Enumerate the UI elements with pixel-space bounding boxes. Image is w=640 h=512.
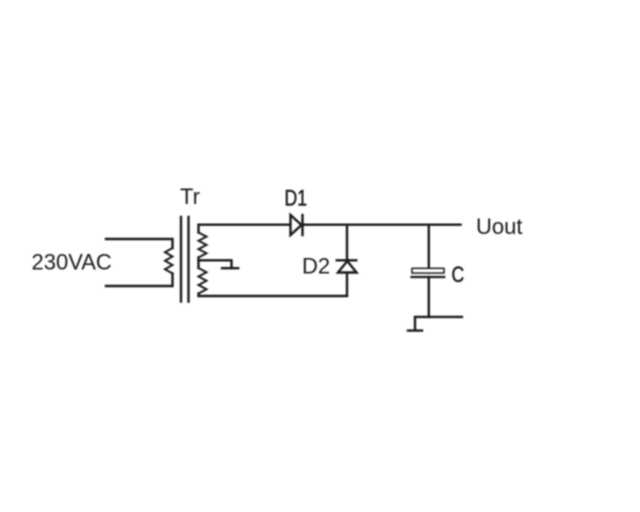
svg-text:C: C: [452, 263, 465, 287]
svg-text:D1: D1: [285, 187, 307, 211]
svg-text:230VAC: 230VAC: [32, 250, 112, 275]
svg-text:D2: D2: [302, 254, 330, 279]
svg-text:Uout: Uout: [476, 214, 522, 239]
svg-text:Tr: Tr: [180, 184, 200, 209]
